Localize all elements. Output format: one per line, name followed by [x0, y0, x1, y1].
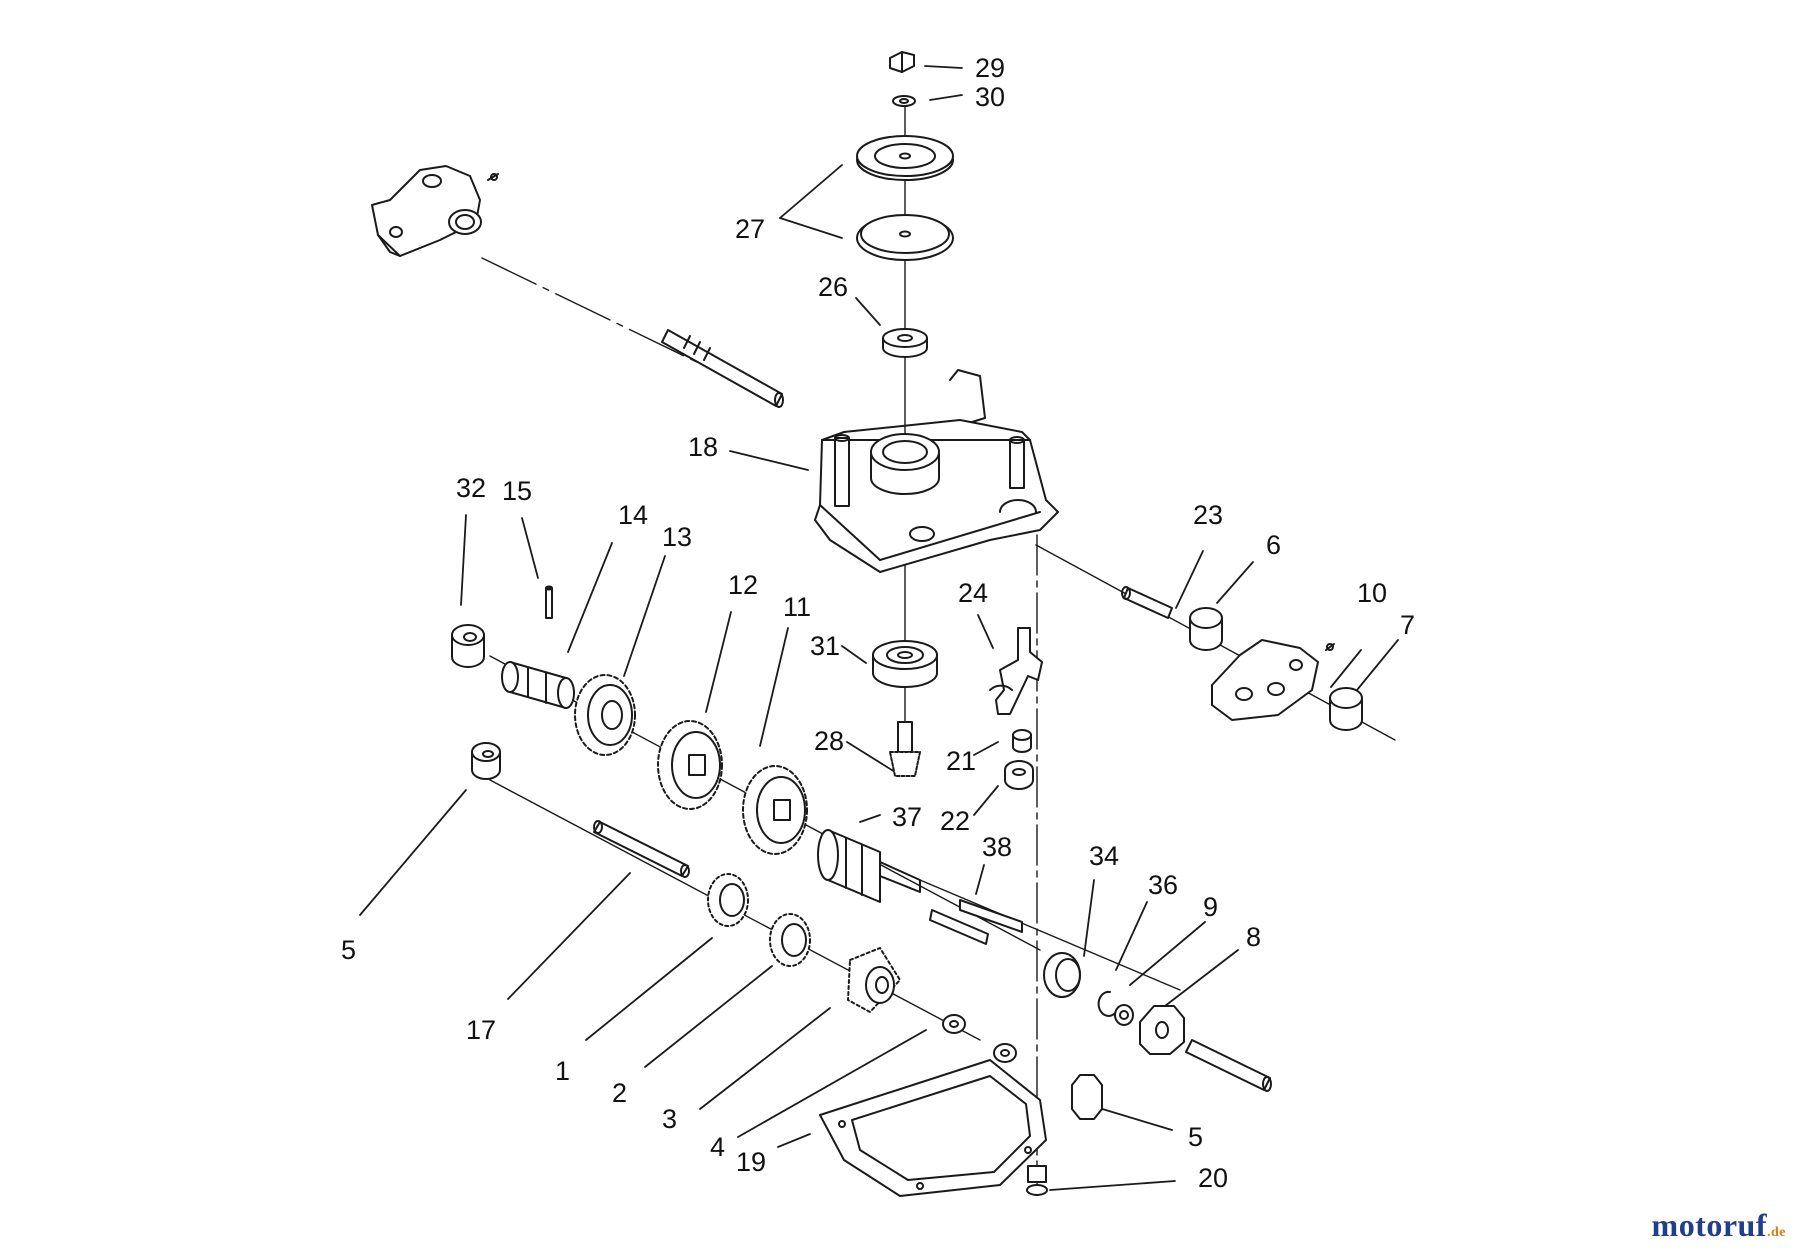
output-shaft [1185, 1039, 1272, 1092]
callout-31: 31 [810, 631, 841, 661]
callout-4: 4 [710, 1132, 726, 1162]
circlip-36 [1097, 990, 1115, 1017]
callout-11: 11 [783, 592, 812, 622]
callout-29: 29 [975, 53, 1006, 83]
callout-27: 27 [735, 214, 766, 244]
bushing-5-left [471, 742, 501, 780]
shift-fork-24 [989, 627, 1043, 715]
lower-disc [856, 214, 954, 261]
splined-shaft-37 [817, 829, 921, 903]
pin-15 [545, 585, 553, 619]
callout-26: 26 [818, 272, 849, 302]
callout-1: 1 [555, 1056, 571, 1086]
nut-part [889, 51, 915, 73]
upper-bracket [371, 165, 499, 257]
callout-21: 21 [946, 746, 977, 776]
washer-part [892, 95, 916, 107]
callout-6: 6 [1266, 530, 1282, 560]
bushing-7 [1329, 687, 1363, 731]
callout-19: 19 [736, 1147, 767, 1177]
washer-9 [1114, 1004, 1134, 1026]
callout-5-left: 5 [341, 935, 357, 965]
watermark-brand: motoruf [1651, 1207, 1767, 1243]
bevel-gear-3 [847, 947, 901, 1013]
motoruf-watermark: motoruf.de [1652, 1207, 1786, 1244]
washer-4b [993, 1043, 1017, 1063]
callout-22: 22 [940, 806, 971, 836]
callout-12: 12 [728, 570, 759, 600]
gear-13 [574, 674, 636, 756]
callout-2: 2 [612, 1078, 628, 1108]
callout-24: 24 [958, 578, 989, 608]
callout-5-right: 5 [1188, 1122, 1204, 1152]
bearing-31 [872, 640, 938, 688]
clip-22 [1004, 760, 1034, 790]
collar-21 [1012, 729, 1032, 753]
splined-hub-14 [501, 661, 575, 709]
bushing-32 [451, 624, 485, 668]
callout-9: 9 [1203, 892, 1219, 922]
gear-1 [707, 873, 749, 927]
right-bracket [1211, 639, 1335, 721]
callout-15: 15 [502, 476, 533, 506]
callout-30: 30 [975, 82, 1006, 112]
leader-lines [359, 65, 1399, 1191]
bushing-6 [1189, 607, 1223, 651]
callout-23: 23 [1193, 500, 1224, 530]
seal-34 [1043, 952, 1081, 998]
callout-37: 37 [892, 802, 923, 832]
gear-12 [657, 720, 723, 810]
spacer-ring [882, 328, 928, 358]
shaft-17 [593, 820, 690, 878]
callout-20: 20 [1198, 1163, 1229, 1193]
shaft-23 [1121, 586, 1173, 619]
callout-17: 17 [466, 1015, 497, 1045]
gear-2 [769, 913, 811, 967]
callout-10: 10 [1357, 578, 1388, 608]
callout-28: 28 [814, 726, 845, 756]
pinion-28 [889, 721, 921, 777]
gear-housing [814, 369, 1059, 573]
screw-20 [1026, 1165, 1048, 1196]
callout-38: 38 [982, 832, 1013, 862]
gear-11 [742, 765, 808, 855]
bottom-cover [819, 1059, 1047, 1197]
callout-32: 32 [456, 473, 487, 503]
callout-13: 13 [662, 522, 693, 552]
washer-4 [942, 1014, 966, 1034]
upper-shaft [661, 329, 784, 408]
watermark-tld: .de [1767, 1225, 1786, 1240]
callout-36: 36 [1148, 870, 1179, 900]
callout-3: 3 [662, 1104, 678, 1134]
bushing-8 [1139, 1005, 1185, 1055]
callout-14: 14 [618, 500, 649, 530]
callout-7: 7 [1400, 610, 1416, 640]
callout-8: 8 [1246, 922, 1262, 952]
bushing-5-right [1071, 1074, 1103, 1120]
key-38 [929, 899, 1023, 945]
callout-18: 18 [688, 432, 719, 462]
upper-disc [856, 135, 954, 181]
callout-34: 34 [1089, 841, 1120, 871]
